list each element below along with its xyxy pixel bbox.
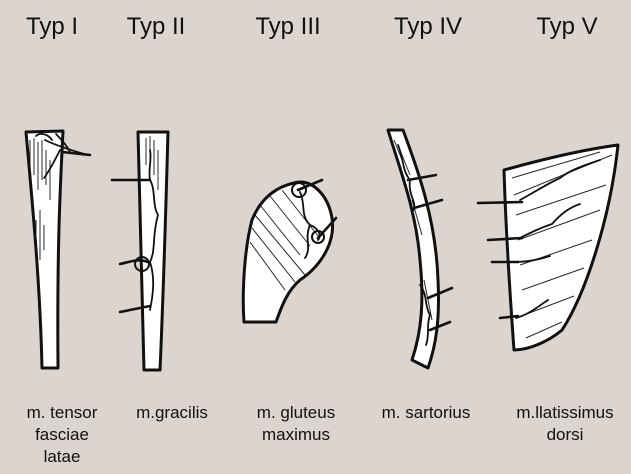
type-4-muscle-label: m. sartorius [366, 402, 486, 424]
type-5-muscle-label: m.llatissimus dorsi [505, 402, 625, 446]
type-3-muscle-label: m. gluteus maximus [236, 402, 356, 446]
type-2-muscle-illustration [112, 132, 168, 370]
type-4-muscle-illustration [388, 130, 452, 368]
type-4-label-line-1: m. sartorius [366, 402, 486, 424]
type-5-label-line-2: dorsi [505, 424, 625, 446]
type-1-label-line-2: fasciae [2, 424, 122, 446]
type-3-label-line-2: maximus [236, 424, 356, 446]
type-5-muscle-illustration [478, 145, 618, 350]
type-3-label-line-1: m. gluteus [236, 402, 356, 424]
type-1-label-line-1: m. tensor [2, 402, 122, 424]
type-1-muscle-illustration [26, 131, 90, 368]
type-2-label-line-1: m.gracilis [112, 402, 232, 424]
type-3-muscle-illustration [243, 180, 336, 322]
type-1-label-line-3: latae [2, 446, 122, 468]
type-5-dominant-pedicle [478, 202, 522, 203]
type-1-muscle-label: m. tensor fasciae latae [2, 402, 122, 468]
type-2-muscle-label: m.gracilis [112, 402, 232, 424]
type-5-label-line-1: m.llatissimus [505, 402, 625, 424]
type-1-dominant-pedicle [62, 152, 90, 155]
